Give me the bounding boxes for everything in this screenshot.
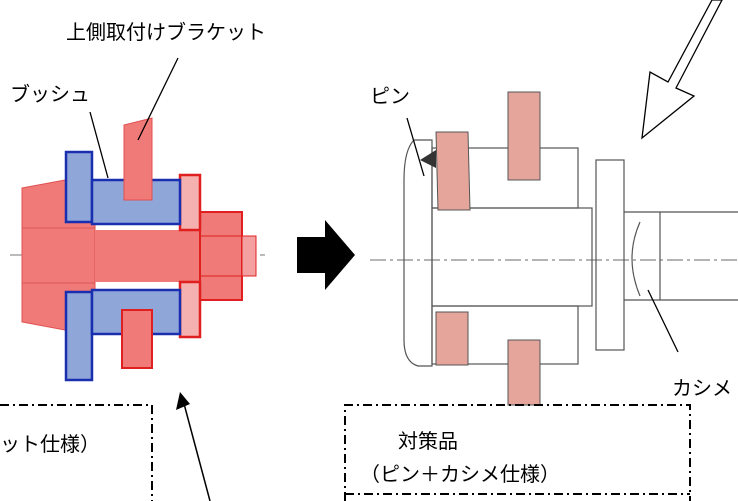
bracket-section-upper-right [507,91,541,181]
housing-lower [431,305,579,365]
leader-caulk [647,289,679,353]
bracket-section-upper-left [435,131,471,211]
label-pin: ピン [370,84,410,108]
label-caulk: カシメ [672,376,732,400]
caulk-washer [595,159,625,351]
pin-shaft [431,207,593,307]
label-new-spec: （ピン＋カシメ仕様） [360,462,560,486]
pin-head-notch [420,150,436,168]
upper-bracket [123,117,153,201]
old-spec-box [0,404,153,501]
bushing-flange-upper [64,150,94,224]
pin-tip [624,211,661,301]
leader-upper-bracket [137,57,179,141]
new-spec-box [344,404,691,501]
nut [199,211,243,301]
lower-pointer-arrowhead [176,392,190,410]
transition-arrow [297,220,355,290]
lower-bracket [121,309,153,369]
old-assembly [10,117,265,382]
bracket-section-lower-right [507,339,541,406]
caulk-deformation [631,221,641,297]
top-right-pointer-arrow [641,0,723,140]
label-upper-bracket: 上側取付けブラケット [66,20,266,44]
bolt-thread-end [241,235,257,277]
bracket-section-lower-left [435,311,469,366]
leader-pin [406,117,425,177]
pin-head [403,139,433,367]
new-assembly [370,139,738,367]
label-new-title: 対策品 [398,429,458,453]
leader-bushing [89,111,109,179]
washer-lower [178,280,202,339]
washer-upper [178,173,202,232]
housing-upper [431,147,579,209]
bushing-flange-lower [64,290,94,382]
label-bushing: ブッシュ [10,82,90,106]
label-old-spec: ット仕様） [0,432,100,456]
bolt-shaft [95,230,200,282]
lower-pointer-arrow [182,399,211,501]
